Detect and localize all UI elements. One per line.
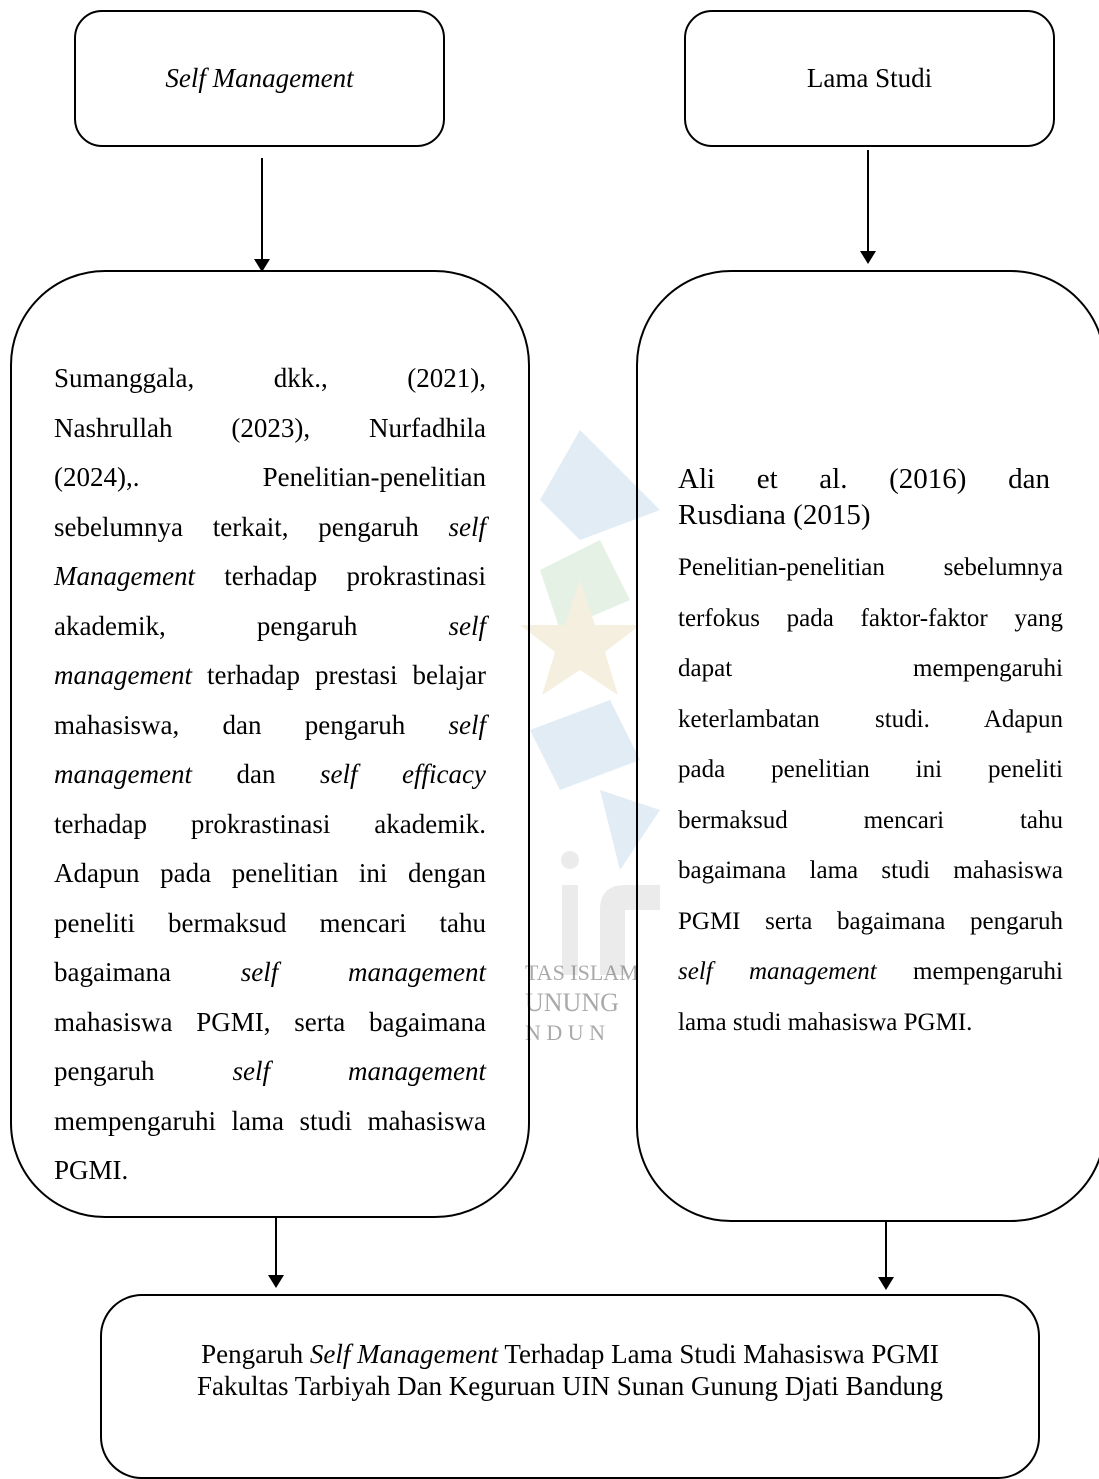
left-line: bagaimana self management (54, 957, 486, 987)
left-line: pengaruh self management (54, 1056, 486, 1086)
conclusion-line-1: Pengaruh Self Management Terhadap Lama S… (201, 1339, 939, 1369)
left-line: mahasiswa PGMI, serta bagaimana (54, 1006, 486, 1037)
arrow-top-right (860, 150, 876, 264)
left-line: management dan self efficacy (54, 759, 487, 789)
left-line: Nashrullah (2023), Nurfadhila (54, 412, 486, 443)
right-heading-line: Ali et al. (2016) dan (678, 463, 1050, 495)
watermark-text-3: N D U N (525, 1020, 606, 1045)
literature-right-text: Penelitian-penelitian sebelumnya terfoku… (678, 543, 1063, 1048)
right-line: bermaksud mencari tahu (678, 806, 1063, 834)
left-line: peneliti bermaksud mencari tahu (54, 907, 486, 938)
left-line: akademik, pengaruh self (54, 610, 486, 641)
left-line: Sumanggala, dkk., (2021), (54, 363, 486, 393)
right-line: Penelitian-penelitian sebelumnya (678, 554, 1063, 581)
conclusion-line-2: Fakultas Tarbiyah Dan Keguruan UIN Sunan… (197, 1371, 943, 1401)
left-line: mempengaruhi lama studi mahasiswa (54, 1105, 486, 1136)
university-logo-watermark (520, 430, 660, 975)
watermark-text-1: TAS ISLAM (525, 960, 639, 985)
right-line: dapat mempengaruhi (678, 655, 1063, 682)
left-line: Adapun pada penelitian ini dengan (54, 858, 486, 888)
arrow-top-left (254, 158, 270, 272)
right-line: terfokus pada faktor-faktor yang (678, 604, 1063, 632)
conclusion-text: Pengaruh Self Management Terhadap Lama S… (100, 1338, 1040, 1402)
left-line: Management terhadap prokrastinasi (54, 561, 486, 591)
lama-studi-label: Lama Studi (806, 63, 933, 93)
left-line: mahasiswa, dan pengaruh self (54, 709, 486, 740)
right-heading-line: Rusdiana (2015) (678, 499, 871, 531)
literature-left-text: Sumanggala, dkk., (2021), Nashrullah (20… (54, 354, 486, 1196)
literature-right-box (636, 270, 1099, 1222)
literature-left-box (10, 270, 530, 1218)
left-line: terhadap prokrastinasi akademik. (54, 808, 486, 839)
right-line: PGMI serta bagaimana pengaruh (678, 907, 1063, 935)
arrow-bottom-right (878, 1222, 894, 1290)
lama-studi-box: Lama Studi (684, 10, 1055, 147)
literature-right-heading: Ali et al. (2016) dan Rusdiana (2015) (678, 461, 1050, 533)
right-line: self management mempengaruhi (678, 958, 1064, 985)
self-management-label: Self Management (165, 63, 354, 93)
right-line: keterlambatan studi. Adapun (678, 705, 1063, 733)
left-line: management terhadap prestasi belajar (54, 660, 486, 690)
watermark-text-2: UNUNG (525, 988, 619, 1017)
self-management-box: Self Management (74, 10, 445, 147)
right-line: bagaimana lama studi mahasiswa (678, 857, 1063, 884)
left-line: sebelumnya terkait, pengaruh self (54, 511, 486, 542)
left-line: PGMI. (54, 1155, 129, 1185)
arrow-bottom-left (268, 1218, 284, 1288)
right-line: pada penelitian ini peneliti (678, 756, 1063, 783)
right-line: lama studi mahasiswa PGMI. (678, 1008, 973, 1036)
left-line: (2024),. Penelitian-penelitian (54, 462, 486, 492)
